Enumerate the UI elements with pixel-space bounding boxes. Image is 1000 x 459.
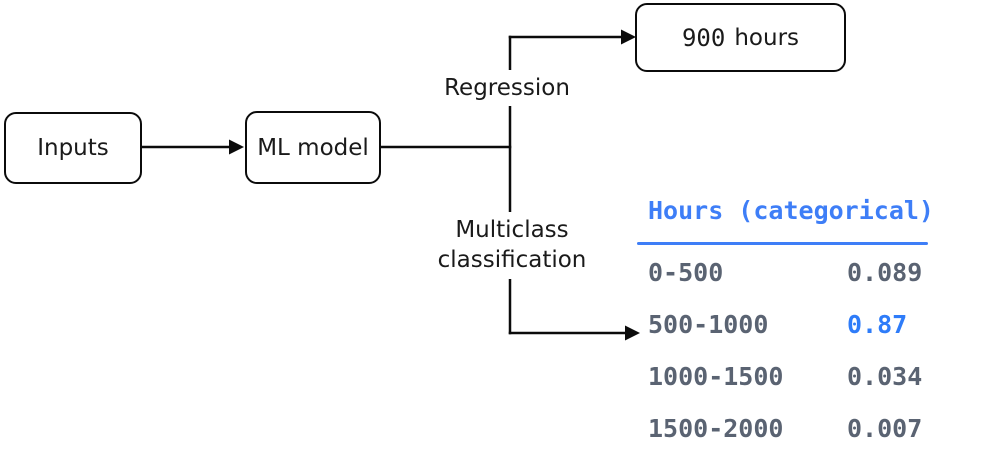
probability-value: 0.034 — [847, 362, 923, 391]
regression-output-unit: hours — [734, 24, 800, 51]
table-header: Hours (categorical) — [648, 196, 934, 225]
arrowhead-to-table — [625, 325, 640, 341]
arrowhead-to-result — [621, 29, 636, 45]
probability-value: 0.089 — [847, 258, 923, 287]
range-label: 1500-2000 — [648, 414, 784, 443]
table-row: 500-1000 0.87 — [648, 312, 933, 338]
ml-model-node: ML model — [245, 111, 381, 184]
range-label: 1000-1500 — [648, 362, 784, 391]
table-header-rule — [637, 242, 928, 245]
table-row: 1500-2000 0.007 — [648, 416, 933, 442]
range-label: 0-500 — [648, 258, 724, 287]
regression-output-value: 900 — [681, 23, 726, 52]
multiclass-branch-label: Multiclass classification — [423, 212, 601, 279]
range-label: 500-1000 — [648, 310, 769, 339]
probability-value: 0.007 — [847, 414, 923, 443]
regression-branch-label: Regression — [438, 70, 576, 107]
probability-value-highlighted: 0.87 — [847, 310, 908, 339]
inputs-node: Inputs — [4, 112, 142, 184]
table-row: 1000-1500 0.034 — [648, 364, 933, 390]
arrowhead-to-model — [229, 139, 244, 155]
table-row: 0-500 0.089 — [648, 260, 933, 286]
inputs-node-label: Inputs — [37, 135, 109, 161]
categorical-table: Hours (categorical) 0-500 0.089 500-1000… — [637, 196, 937, 454]
regression-output-node: 900 hours — [635, 3, 846, 72]
ml-model-node-label: ML model — [257, 134, 369, 161]
